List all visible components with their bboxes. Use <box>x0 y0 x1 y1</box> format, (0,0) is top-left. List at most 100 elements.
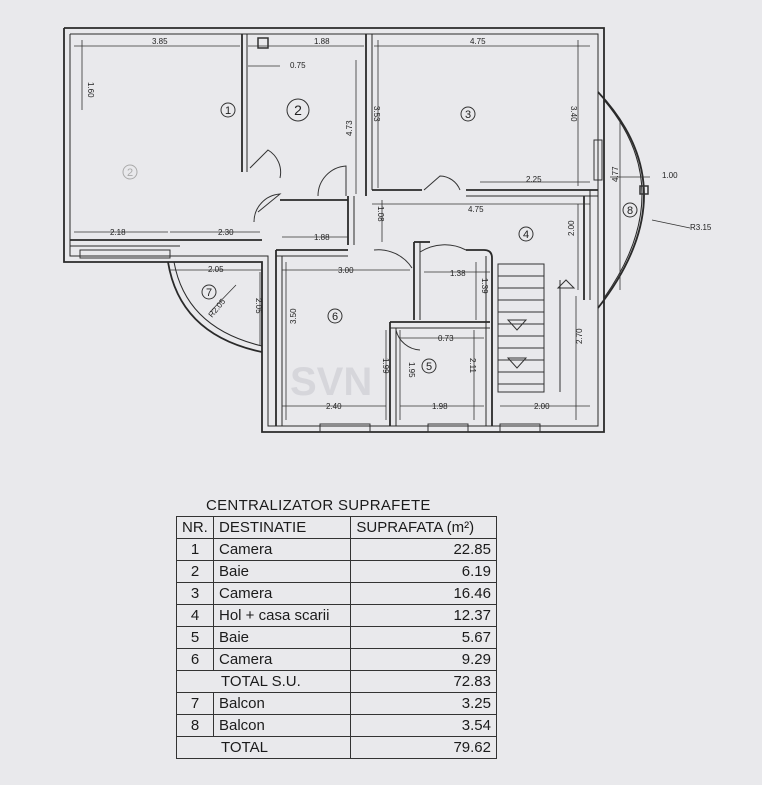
row-destinatie: Baie <box>212 560 352 583</box>
total-su-value: 72.83 <box>350 670 497 693</box>
balcony-8 <box>597 91 645 309</box>
header-suprafata: SUPRAFATA (m²) <box>350 516 497 539</box>
row-destinatie: Baie <box>212 626 352 649</box>
door <box>249 149 282 179</box>
table-row: 6 Camera 9.29 <box>176 648 497 671</box>
dim-label: 2.30 <box>218 228 234 237</box>
room-number-6: 6 <box>332 311 338 323</box>
wall <box>466 249 493 426</box>
balcony-7 <box>167 261 263 353</box>
table-row: 5 Baie 5.67 <box>176 626 497 649</box>
ghost-room-number: 2 <box>127 167 133 179</box>
dim-label: R3.15 <box>690 223 712 232</box>
window <box>499 423 541 433</box>
watermark: SVN <box>290 360 372 404</box>
row-nr: 6 <box>176 648 214 671</box>
dim-label: 2.00 <box>534 402 550 411</box>
dim-label: 1.60 <box>86 82 95 98</box>
row-suprafata: 6.19 <box>350 560 497 583</box>
table-title: CENTRALIZATOR SUPRAFETE <box>206 497 431 514</box>
door <box>317 165 347 197</box>
dim-label: 1.38 <box>450 269 466 278</box>
dim-label: 1.08 <box>376 206 385 222</box>
door <box>419 244 467 253</box>
row-destinatie: Camera <box>212 648 352 671</box>
dim-label: 1.88 <box>314 233 330 242</box>
room-number-7: 7 <box>206 287 212 299</box>
row-suprafata: 3.54 <box>350 714 497 737</box>
row-suprafata: 5.67 <box>350 626 497 649</box>
surface-table: NR. DESTINATIE SUPRAFATA (m²) 1 Camera 2… <box>175 516 497 759</box>
row-nr: 8 <box>176 714 214 737</box>
dim-label: 3.00 <box>338 266 354 275</box>
chimney <box>257 37 269 49</box>
table-row: 3 Camera 16.46 <box>176 582 497 605</box>
table-row: 8 Balcon 3.54 <box>176 714 497 737</box>
door <box>373 249 413 269</box>
floor-plan: 1 2 3 4 5 6 7 8 2 SVN 3.85 1.88 4.75 0.7… <box>63 27 712 433</box>
row-suprafata: 16.46 <box>350 582 497 605</box>
row-nr: 5 <box>176 626 214 649</box>
table-row: 7 Balcon 3.25 <box>176 692 497 715</box>
row-nr: 1 <box>176 538 214 561</box>
row-suprafata: 9.29 <box>350 648 497 671</box>
table-row: 4 Hol + casa scarii 12.37 <box>176 604 497 627</box>
dim-label: 0.73 <box>438 334 454 343</box>
dim-label: 2.40 <box>326 402 342 411</box>
dim-label: 2.70 <box>575 328 584 344</box>
room-number-3: 3 <box>465 109 471 121</box>
table-row: 2 Baie 6.19 <box>176 560 497 583</box>
row-suprafata: 22.85 <box>350 538 497 561</box>
door <box>395 329 421 351</box>
room-number-8: 8 <box>627 205 633 217</box>
row-suprafata: 12.37 <box>350 604 497 627</box>
dim-label: 2.00 <box>567 220 576 236</box>
row-nr: 7 <box>176 692 214 715</box>
dim-label: 1.99 <box>381 358 390 374</box>
dim-label: 3.40 <box>569 106 578 122</box>
dim-label: 3.50 <box>289 308 298 324</box>
total-su-label: TOTAL S.U. <box>175 670 352 693</box>
table-header: NR. DESTINATIE SUPRAFATA (m²) <box>176 516 497 539</box>
dim-label: 1.98 <box>432 402 448 411</box>
dim-label: 1.00 <box>662 171 678 180</box>
row-nr: 2 <box>176 560 214 583</box>
dim-label: 4.73 <box>345 120 354 136</box>
row-destinatie: Balcon <box>212 714 352 737</box>
total-su-row: TOTAL S.U. 72.83 <box>175 670 497 693</box>
row-destinatie: Hol + casa scarii <box>212 604 352 627</box>
column <box>639 185 649 195</box>
window <box>427 423 469 433</box>
inner-outer-wall <box>69 33 599 427</box>
room-number-1: 1 <box>225 105 231 117</box>
dim-label: 4.77 <box>611 166 620 182</box>
room-number-5: 5 <box>426 361 432 373</box>
total-row: TOTAL 79.62 <box>175 736 497 759</box>
total-label: TOTAL <box>175 736 352 759</box>
header-destinatie: DESTINATIE <box>212 516 352 539</box>
door <box>253 193 282 223</box>
row-destinatie: Camera <box>212 582 352 605</box>
room-number-4: 4 <box>523 229 529 241</box>
dim-label: 1.39 <box>480 278 489 294</box>
total-value: 79.62 <box>350 736 497 759</box>
window <box>593 139 603 181</box>
dim-label: 2.05 <box>254 298 263 314</box>
row-nr: 3 <box>176 582 214 605</box>
dim-label: 1.95 <box>407 362 416 378</box>
window <box>319 423 371 433</box>
dim-label: 2.05 <box>208 265 224 274</box>
door <box>423 175 461 191</box>
dim-label: 3.53 <box>372 106 381 122</box>
dim-label: 1.88 <box>314 37 330 46</box>
dim-label: 2.11 <box>468 358 477 374</box>
staircase <box>497 263 576 393</box>
header-nr: NR. <box>176 516 214 539</box>
row-suprafata: 3.25 <box>350 692 497 715</box>
dim-label: 2.18 <box>110 228 126 237</box>
row-nr: 4 <box>176 604 214 627</box>
row-destinatie: Camera <box>212 538 352 561</box>
dim-label: 4.75 <box>470 37 486 46</box>
dim-label: 0.75 <box>290 61 306 70</box>
room-number-2: 2 <box>294 102 302 118</box>
